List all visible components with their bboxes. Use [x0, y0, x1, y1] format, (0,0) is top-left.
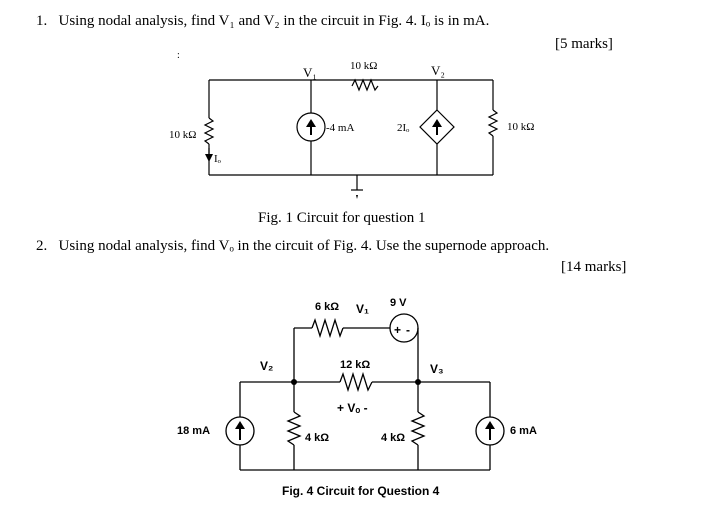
fig4-label-6ma: 6 mA — [510, 425, 537, 437]
fig4-label-9v: 9 V — [390, 297, 407, 309]
fig4-node-v2 — [291, 379, 297, 385]
fig4-source-plus: + — [394, 323, 401, 337]
fig4-node-v3 — [415, 379, 421, 385]
fig4-label-18ma: 18 mA — [177, 425, 210, 437]
fig4-label-v2: V₂ — [260, 359, 273, 373]
fig1-label-current: -4 mA — [326, 122, 354, 134]
fig4-label-12k: 12 kΩ — [340, 359, 370, 371]
figure-4-caption: Fig. 4 Circuit for Question 4 — [282, 484, 440, 498]
fig4-label-4k-left: 4 kΩ — [305, 432, 329, 444]
fig1-label-rright: 10 kΩ — [507, 121, 534, 133]
question-1-number: 1. — [36, 13, 48, 29]
fig4-label-v1: V₁ — [356, 302, 369, 316]
fig1-label-rtop: 10 kΩ — [350, 60, 377, 72]
question-2-number: 2. — [36, 238, 48, 254]
question-1-marks: [5 marks] — [555, 36, 613, 52]
fig1-top-resistor — [351, 78, 379, 92]
fig4-label-4k-right: 4 kΩ — [381, 432, 405, 444]
fig4-label-6k: 6 kΩ — [315, 301, 339, 313]
fig4-resistor-4k-right — [410, 411, 426, 446]
fig1-label-v2: V₂ — [431, 63, 445, 78]
svg-text::: : — [177, 50, 180, 61]
fig4-label-vo: + Vₒ - — [337, 401, 368, 415]
question-1: 1. Using nodal analysis, find V₁ and V₂ … — [36, 13, 489, 30]
fig1-label-rleft: 10 kΩ — [169, 129, 196, 141]
fig1-label-v1: V₁ — [303, 65, 317, 80]
fig4-resistor-4k-left — [286, 411, 302, 446]
question-2-text: Using nodal analysis, find Vₒ in the cir… — [58, 238, 550, 254]
fig1-source-arrow — [306, 119, 316, 127]
question-2: 2. Using nodal analysis, find Vₒ in the … — [36, 238, 549, 255]
fig4-label-v3: V₃ — [430, 362, 444, 376]
fig4-resistor-12k — [339, 371, 373, 393]
fig1-label-dependent: 2Iₒ — [397, 122, 409, 134]
fig1-left-resistor — [203, 117, 215, 145]
question-2-marks: [14 marks] — [561, 259, 627, 275]
question-1-text: Using nodal analysis, find V₁ and V₂ in … — [58, 13, 490, 29]
fig1-label-io: Iₒ — [214, 153, 221, 165]
figure-1-caption: Fig. 1 Circuit for question 1 — [258, 210, 426, 226]
fig4-source-minus: - — [406, 323, 410, 337]
fig1-io-arrow — [205, 154, 213, 162]
fig1-right-resistor — [487, 109, 499, 137]
fig4-resistor-6k — [311, 317, 344, 339]
